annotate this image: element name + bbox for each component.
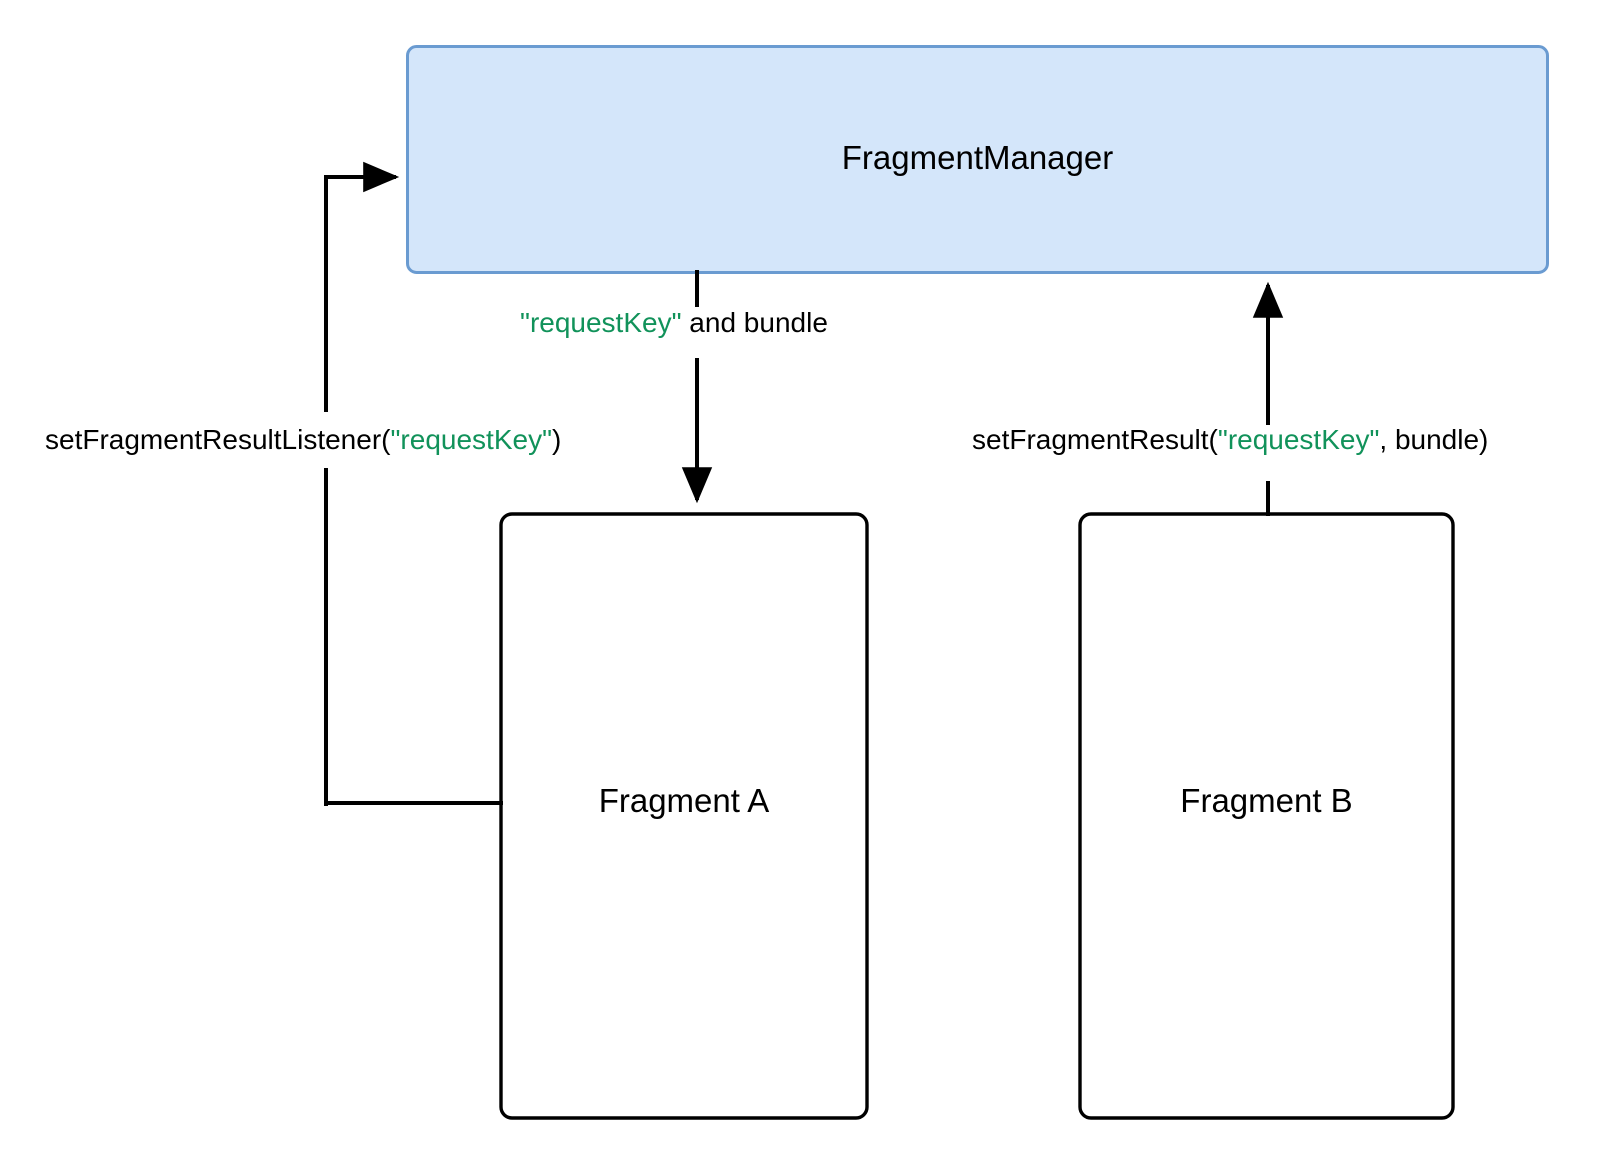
edge-label-fm-to-a-key: "requestKey" [520, 307, 682, 338]
node-fragment-a[interactable] [499, 512, 869, 1120]
edge-label-fm-to-a: "requestKey" and bundle [520, 306, 828, 340]
edge-label-listener-key: "requestKey" [390, 424, 553, 455]
edge-label-set-fragment-result-listener: setFragmentResultListener("requestKey") [45, 423, 561, 457]
edge-label-listener-suffix: ) [552, 424, 562, 455]
fragment-manager-label: FragmentManager [841, 139, 1114, 176]
edge-label-fm-to-a-rest: and bundle [681, 307, 828, 338]
edge-label-setresult-prefix: setFragmentResult( [972, 424, 1218, 455]
fragment-b-label: Fragment B [1180, 782, 1353, 819]
edge-label-setresult-key: "requestKey" [1217, 424, 1380, 455]
edge-label-setresult-suffix: , bundle) [1379, 424, 1489, 455]
edge-label-set-fragment-result: setFragmentResult("requestKey", bundle) [972, 423, 1488, 457]
edge-label-listener-prefix: setFragmentResultListener( [45, 424, 391, 455]
fragment-a-box[interactable] [499, 512, 869, 1120]
fragment-manager-box[interactable] [406, 45, 1549, 274]
fragment-a-label: Fragment A [598, 782, 770, 819]
node-fragment-manager[interactable] [406, 45, 1549, 274]
edge-fragment-a-to-fragment-manager [324, 161, 503, 806]
